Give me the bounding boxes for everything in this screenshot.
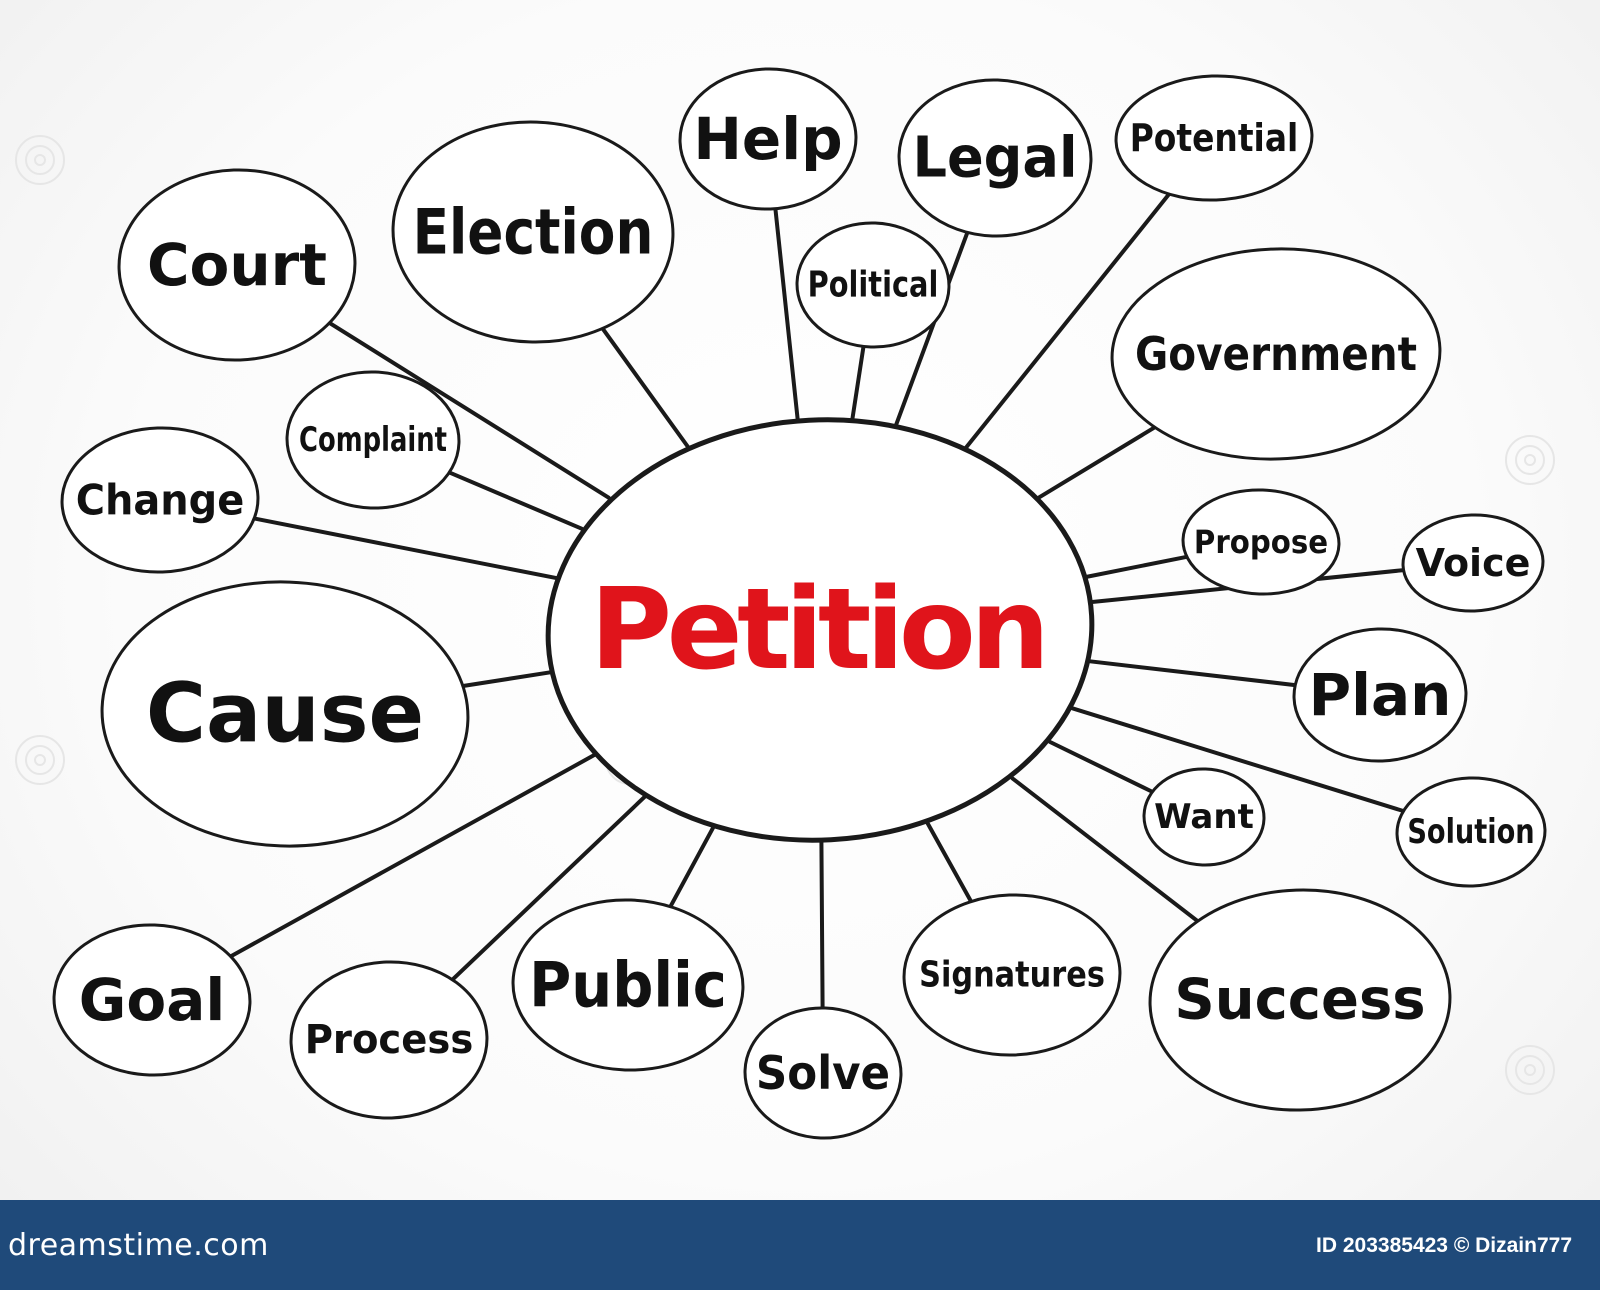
mind-map-diagram: Petition Court Election Help Legal PotentialP… [15,67,1555,1140]
connector-propose [1081,554,1189,580]
node-help: Help [678,67,858,211]
node-label: Propose [1194,523,1328,561]
node-bubble [511,898,745,1072]
node-bubble [60,426,260,574]
node-process: Process [289,960,489,1120]
node-bubble [1395,776,1547,888]
node-bubble [1142,767,1266,867]
node-bubble [289,960,489,1120]
connector-solve [819,838,825,1010]
node-potential: Potential [1114,74,1314,202]
connector-election [600,325,690,449]
center-bubble [545,417,1095,843]
connector-want [1048,740,1155,794]
node-bubble [117,168,357,362]
node-goal: Goal [52,923,252,1077]
node-want: Want [1142,767,1266,867]
node-label: Potential [1130,116,1299,160]
node-label: Public [529,949,727,1022]
node-bubbles: Petition Court Election Help Legal PotentialP… [52,67,1547,1140]
node-bubble [678,67,858,211]
node-label: Government [1135,327,1417,381]
node-legal: Legal [897,78,1093,238]
node-label: Political [808,265,939,306]
center-node: Petition [545,417,1095,843]
node-bubble [897,78,1093,238]
connector-process [449,791,651,983]
node-bubble [1181,488,1341,596]
connector-political [850,344,866,424]
node-label: Cause [146,667,424,762]
node-label: Goal [79,966,225,1034]
node-label: Process [305,1017,474,1063]
connector-public [668,821,718,909]
node-bubble [1110,247,1442,461]
connector-signatures [925,820,973,903]
node-label: Solve [756,1046,890,1100]
connector-change [252,516,559,581]
node-label: Want [1154,797,1254,837]
node-success: Success [1148,888,1452,1112]
connector-goal [229,750,601,958]
node-label: Signatures [919,955,1105,996]
node-bubble [1401,513,1545,613]
footer-site-name[interactable]: dreamstime.com [8,1228,269,1263]
center-label: Petition [590,565,1050,695]
node-bubble [391,120,675,344]
node-cause: Cause [100,580,470,848]
footer-bar: dreamstime.com ID 203385423 © Dizain777 [0,1200,1600,1290]
node-label: Election [413,196,654,269]
node-public: Public [511,898,745,1072]
connector-legal [892,230,970,431]
node-label: Legal [912,126,1077,191]
node-election: Election [391,120,675,344]
node-label: Success [1174,968,1425,1033]
node-bubble [100,580,470,848]
connector-potential [961,191,1172,454]
node-signatures: Signatures [902,893,1122,1057]
node-bubble [52,923,252,1077]
node-propose: Propose [1181,488,1341,596]
node-label: Change [76,476,245,525]
node-label: Help [693,105,842,173]
node-government: Government [1110,247,1442,461]
node-bubble [1292,627,1468,763]
node-bubble [743,1006,903,1140]
node-bubble [1114,74,1314,202]
node-complaint: Complaint [285,370,461,510]
node-change: Change [60,426,260,574]
node-label: Plan [1309,661,1452,729]
connector-lines [229,191,1406,1010]
node-voice: Voice [1401,513,1545,613]
connector-help [773,206,800,423]
connector-court [328,321,611,500]
connector-complaint [446,470,584,531]
connector-success [1010,776,1199,923]
node-label: Solution [1407,812,1534,852]
connector-solution [1070,706,1405,813]
node-court: Court [117,168,357,362]
footer-image-id: ID 203385423 © Dizain777 [1316,1234,1572,1257]
node-political: Political [795,221,951,349]
node-bubble [795,221,951,349]
connector-government [1032,424,1159,503]
node-plan: Plan [1292,627,1468,763]
node-bubble [902,893,1122,1057]
node-solution: Solution [1395,776,1547,888]
node-bubble [285,370,461,510]
node-solve: Solve [743,1006,903,1140]
node-label: Complaint [299,420,447,460]
connector-plan [1087,659,1297,688]
connector-cause [461,669,556,688]
node-label: Court [147,231,327,299]
node-bubble [1148,888,1452,1112]
node-label: Voice [1416,541,1531,585]
